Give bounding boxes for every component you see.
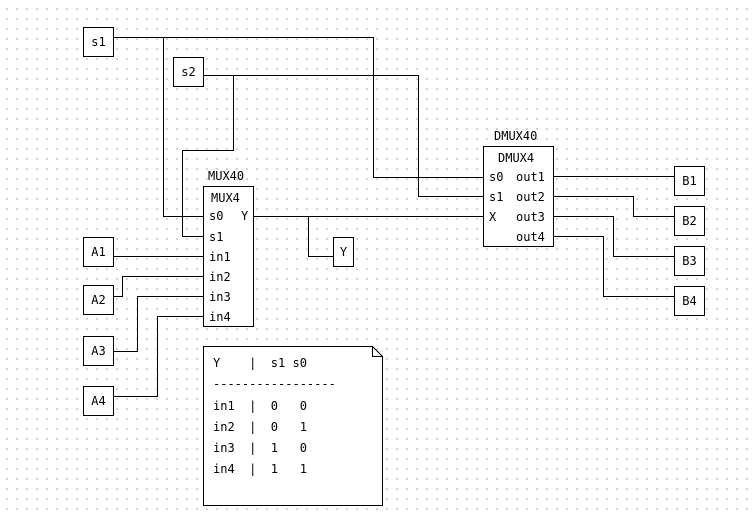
wire-b2 <box>553 196 674 217</box>
wire-a3 <box>114 296 203 352</box>
truth-table-row: in3 | 1 0 <box>213 441 307 455</box>
mux-pin-in2: in2 <box>209 270 231 284</box>
mux-pin-in1: in1 <box>209 250 231 264</box>
wire-a2 <box>114 276 203 297</box>
truth-table-header: Y | s1 s0 <box>213 356 307 370</box>
dmux-pin-out3: out3 <box>516 210 545 224</box>
mux-instance-name: MUX40 <box>208 169 245 183</box>
dmux-type-label: DMUX4 <box>498 151 535 165</box>
input-a4-label: A4 <box>91 394 106 408</box>
output-b1-label: B1 <box>682 174 697 188</box>
input-a3-label: A3 <box>91 344 106 358</box>
output-b3[interactable]: B3 <box>674 246 705 276</box>
wire-b3 <box>553 216 674 257</box>
mux-pin-in3: in3 <box>209 290 231 304</box>
truth-table-note[interactable]: Y | s1 s0 ----------------- in1 | 0 0 in… <box>203 346 383 506</box>
dmux-pin-s1: s1 <box>489 190 504 204</box>
truth-table-row: in4 | 1 1 <box>213 462 307 476</box>
input-a2-label: A2 <box>91 293 106 307</box>
wire-y <box>253 216 483 257</box>
dmux-pin-out1: out1 <box>516 170 545 184</box>
output-b1[interactable]: B1 <box>674 166 705 196</box>
truth-table-row: in2 | 0 1 <box>213 420 307 434</box>
input-a1[interactable]: A1 <box>83 237 114 267</box>
input-s2-label: s2 <box>181 65 196 79</box>
mux-block[interactable]: MUX4 s0 Y s1 in1 in2 in3 in4 <box>203 186 254 327</box>
input-a1-label: A1 <box>91 245 106 259</box>
output-b2[interactable]: B2 <box>674 206 705 236</box>
mux-pin-in4: in4 <box>209 310 231 324</box>
note-outline <box>203 346 383 506</box>
input-s2[interactable]: s2 <box>173 57 204 87</box>
output-b4-label: B4 <box>682 294 697 308</box>
wire-s2 <box>182 75 483 237</box>
mux-type-label: MUX4 <box>211 191 240 205</box>
output-b2-label: B2 <box>682 214 697 228</box>
mux-pin-s1: s1 <box>209 230 224 244</box>
dmux-instance-name: DMUX40 <box>494 129 538 143</box>
mux-pin-s0: s0 <box>209 209 224 223</box>
input-s1-label: s1 <box>91 35 106 49</box>
dmux-block[interactable]: DMUX4 s0 out1 s1 out2 X out3 out4 <box>483 146 554 247</box>
input-a3[interactable]: A3 <box>83 336 114 366</box>
output-b3-label: B3 <box>682 254 697 268</box>
output-y[interactable]: Y <box>333 237 354 267</box>
wire-b4 <box>553 236 674 297</box>
wire-s1 <box>113 37 483 217</box>
dmux-pin-out2: out2 <box>516 190 545 204</box>
truth-table-separator: ----------------- <box>213 377 336 391</box>
truth-table-row: in1 | 0 0 <box>213 399 307 413</box>
output-y-label: Y <box>339 245 348 259</box>
dmux-pin-s0: s0 <box>489 170 504 184</box>
mux-pin-y: Y <box>241 209 249 223</box>
wire-a4 <box>114 316 203 397</box>
input-s1[interactable]: s1 <box>83 27 114 57</box>
dmux-pin-out4: out4 <box>516 230 545 244</box>
input-a2[interactable]: A2 <box>83 285 114 315</box>
dmux-pin-x: X <box>489 210 497 224</box>
input-a4[interactable]: A4 <box>83 386 114 416</box>
output-b4[interactable]: B4 <box>674 286 705 316</box>
